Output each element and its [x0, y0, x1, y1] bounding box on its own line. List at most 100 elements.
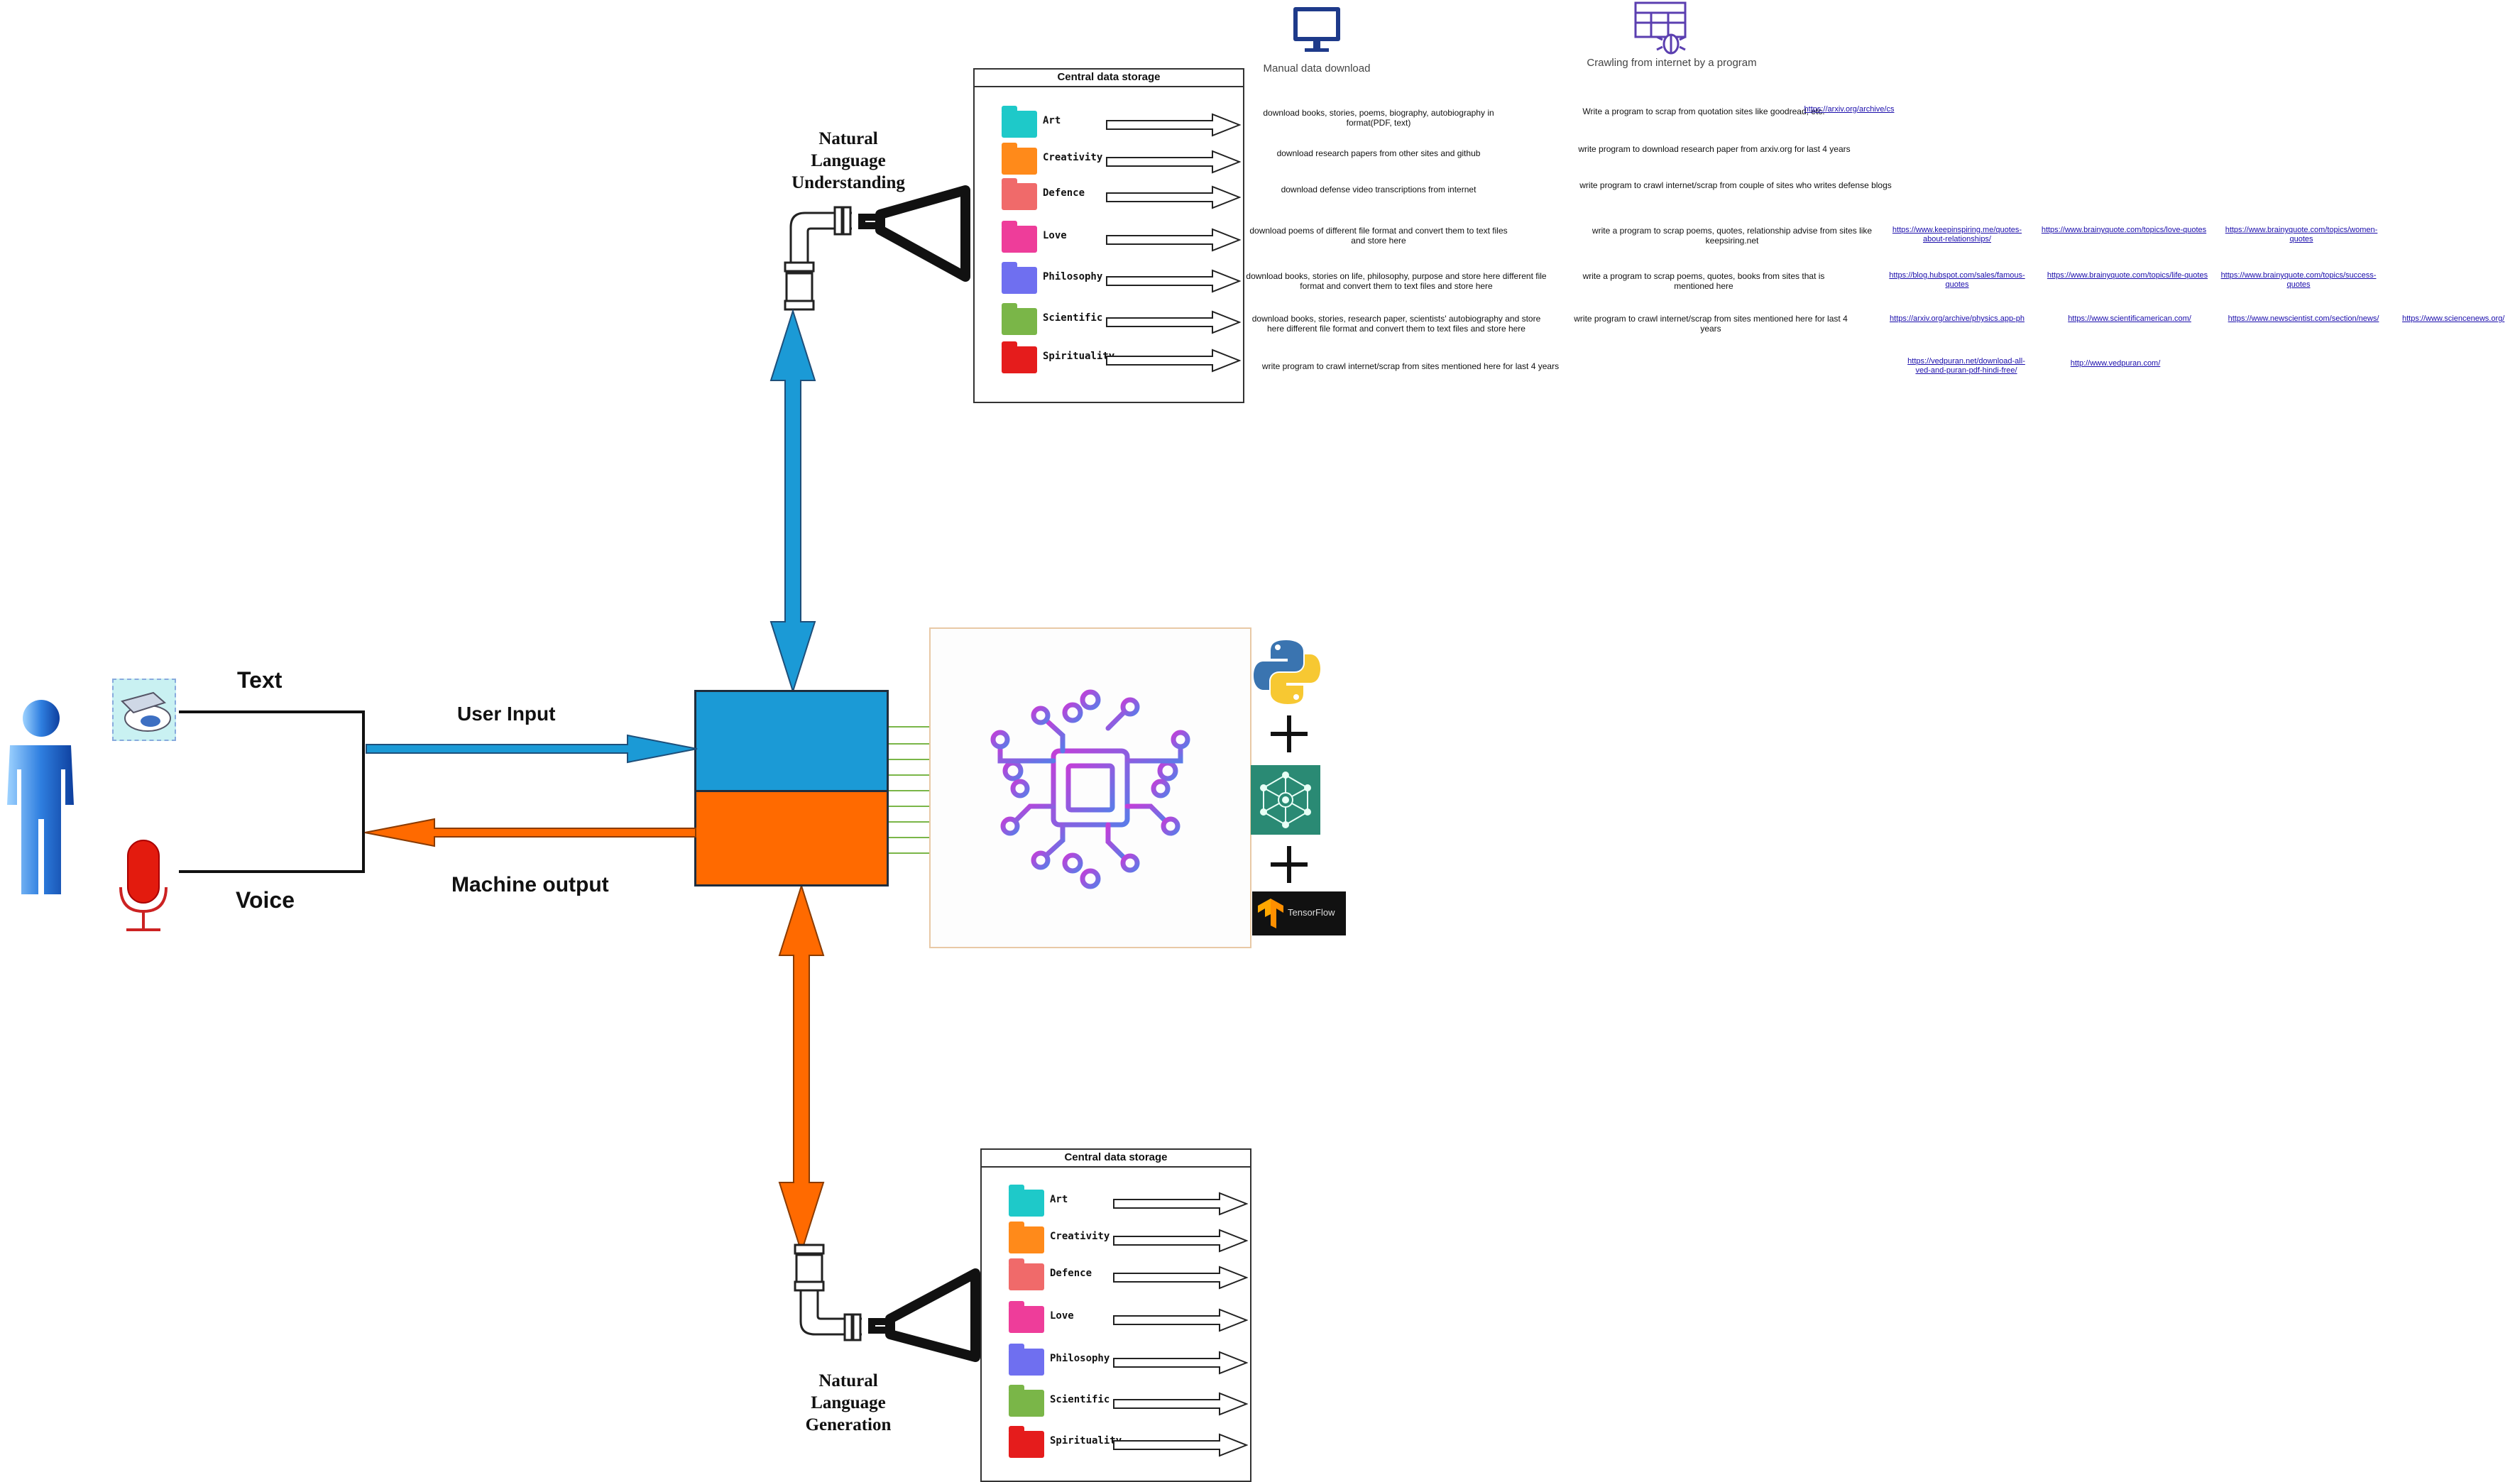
- arrow-right-icon: [1113, 1266, 1248, 1290]
- arrow-right-icon: [1113, 1308, 1248, 1332]
- central-output-block: [694, 790, 889, 887]
- folder-icon: [1002, 106, 1037, 138]
- bottom-category-defence-label: Defence: [1050, 1268, 1092, 1279]
- link-art[interactable]: https://arxiv.org/archive/cs: [1804, 105, 1895, 114]
- crawling-label: Crawling from internet by a program: [1587, 57, 1757, 69]
- arrow-right-icon: [1106, 348, 1241, 373]
- nlg-double-arrow: [777, 883, 826, 1257]
- top-category-philosophy[interactable]: Philosophy: [975, 262, 1243, 300]
- folder-icon: [1009, 1258, 1044, 1290]
- input-bracket: [177, 710, 369, 878]
- user-input-label: User Input: [457, 703, 556, 725]
- nlg-label: Natural Language Generation: [767, 1370, 930, 1436]
- connector-lines: [889, 724, 931, 862]
- ai-chip-panel: [929, 627, 1251, 948]
- bottom-category-spirituality[interactable]: Spirituality: [982, 1426, 1250, 1464]
- keyboard-icon[interactable]: [112, 679, 176, 741]
- nlg-label-line3: Generation: [805, 1415, 892, 1434]
- central-input-block: [694, 690, 889, 792]
- top-central-data-storage: Central data storage Art Creativity Defe…: [973, 68, 1244, 403]
- folder-icon: [1009, 1185, 1044, 1217]
- bottom-central-data-storage: Central data storage Art Creativity Defe…: [980, 1148, 1251, 1482]
- manual-desc-creativity: download research papers from other site…: [1276, 148, 1481, 158]
- tensorflow-icon: [1258, 899, 1283, 928]
- folder-icon: [1009, 1385, 1044, 1417]
- crawl-desc-defence: write program to crawl internet/scrap fr…: [1579, 180, 1892, 190]
- link-spirituality-2[interactable]: http://www.vedpuran.com/: [2070, 359, 2161, 368]
- top-category-art-label: Art: [1043, 115, 1061, 126]
- top-category-creativity-label: Creativity: [1043, 152, 1103, 163]
- arrow-right-icon: [1106, 269, 1241, 293]
- crawl-desc-scientific: write program to crawl internet/scrap fr…: [1574, 314, 1848, 334]
- folder-icon: [1009, 1222, 1044, 1253]
- arrow-right-icon: [1106, 150, 1241, 174]
- arrow-right-icon: [1106, 228, 1241, 252]
- manual-download-label: Manual data download: [1263, 62, 1371, 75]
- folder-icon: [1009, 1344, 1044, 1376]
- top-category-love[interactable]: Love: [975, 221, 1243, 258]
- arrow-right-icon: [1106, 113, 1241, 137]
- manual-desc-love: download poems of different file format …: [1249, 226, 1508, 246]
- bottom-category-defence[interactable]: Defence: [982, 1258, 1250, 1296]
- manual-desc-scientific: download books, stories, research paper,…: [1251, 314, 1541, 334]
- arrow-right-icon: [1113, 1192, 1248, 1216]
- bottom-category-creativity[interactable]: Creativity: [982, 1222, 1250, 1259]
- link-philosophy-1[interactable]: https://blog.hubspot.com/sales/famous-qu…: [1889, 271, 2025, 289]
- plus-icon: [1269, 714, 1309, 757]
- top-category-defence[interactable]: Defence: [975, 178, 1243, 216]
- user-input-arrow: [365, 734, 699, 767]
- folder-icon: [1002, 262, 1037, 294]
- folder-icon: [1002, 303, 1037, 335]
- manual-desc-defence: download defense video transcriptions fr…: [1281, 185, 1477, 194]
- link-love-3[interactable]: https://www.brainyquote.com/topics/women…: [2225, 226, 2378, 243]
- bottom-category-creativity-label: Creativity: [1050, 1231, 1110, 1242]
- monitor-icon: [1291, 4, 1343, 57]
- python-logo-icon: [1252, 637, 1322, 710]
- link-love-1[interactable]: https://www.keepinspiring.me/quotes-abou…: [1892, 226, 2022, 243]
- top-category-spirituality[interactable]: Spirituality: [975, 341, 1243, 379]
- link-philosophy-3[interactable]: https://www.brainyquote.com/topics/succe…: [2220, 271, 2377, 289]
- top-category-love-label: Love: [1043, 230, 1067, 241]
- bottom-category-love[interactable]: Love: [982, 1301, 1250, 1339]
- folder-icon: [1002, 221, 1037, 253]
- manual-desc-art: download books, stories, poems, biograph…: [1263, 108, 1494, 128]
- bottom-category-scientific[interactable]: Scientific: [982, 1385, 1250, 1422]
- nlg-label-line2: Language: [811, 1393, 886, 1412]
- link-scientific-1[interactable]: https://arxiv.org/archive/physics.app-ph: [1890, 314, 2025, 323]
- bottom-storage-title: Central data storage: [982, 1151, 1250, 1168]
- top-storage-title: Central data storage: [975, 71, 1243, 87]
- folder-icon: [1002, 143, 1037, 175]
- bottom-category-philosophy[interactable]: Philosophy: [982, 1344, 1250, 1381]
- top-category-defence-label: Defence: [1043, 187, 1085, 199]
- arrow-right-icon: [1113, 1351, 1248, 1375]
- folder-icon: [1002, 341, 1037, 373]
- nlu-double-arrow: [768, 308, 818, 696]
- arrow-right-icon: [1113, 1433, 1248, 1457]
- machine-output-arrow: [363, 818, 697, 851]
- nlu-label-line3: Understanding: [791, 173, 905, 192]
- bottom-category-love-label: Love: [1050, 1310, 1074, 1322]
- neural-network-icon: [1251, 765, 1320, 838]
- arrow-right-icon: [1106, 185, 1241, 209]
- arrow-right-icon: [1106, 310, 1241, 334]
- top-category-spirituality-label: Spirituality: [1043, 351, 1115, 362]
- top-category-art[interactable]: Art: [975, 106, 1243, 143]
- link-scientific-3[interactable]: https://www.newscientist.com/section/new…: [2228, 314, 2379, 323]
- link-philosophy-2[interactable]: https://www.brainyquote.com/topics/life-…: [2047, 271, 2208, 280]
- top-category-creativity[interactable]: Creativity: [975, 143, 1243, 180]
- folder-icon: [1009, 1301, 1044, 1333]
- bottom-category-scientific-label: Scientific: [1050, 1394, 1110, 1405]
- link-love-2[interactable]: https://www.brainyquote.com/topics/love-…: [2041, 226, 2207, 234]
- nlg-pipe-funnel: [777, 1244, 990, 1382]
- link-spirituality-1[interactable]: https://vedpuran.net/download-all-ved-an…: [1907, 357, 2025, 375]
- crawl-desc-philosophy: write a program to scrap poems, quotes, …: [1582, 271, 1825, 291]
- tensorflow-label: TensorFlow: [1288, 907, 1335, 918]
- link-scientific-4[interactable]: https://www.sciencenews.org/: [2402, 314, 2505, 323]
- folder-icon: [1009, 1426, 1044, 1458]
- top-category-scientific[interactable]: Scientific: [975, 303, 1243, 341]
- link-scientific-2[interactable]: https://www.scientificamerican.com/: [2068, 314, 2191, 323]
- voice-label: Voice: [236, 887, 295, 913]
- nlg-label-line1: Natural: [818, 1371, 878, 1390]
- bottom-category-art[interactable]: Art: [982, 1185, 1250, 1222]
- microphone-icon[interactable]: [116, 838, 170, 938]
